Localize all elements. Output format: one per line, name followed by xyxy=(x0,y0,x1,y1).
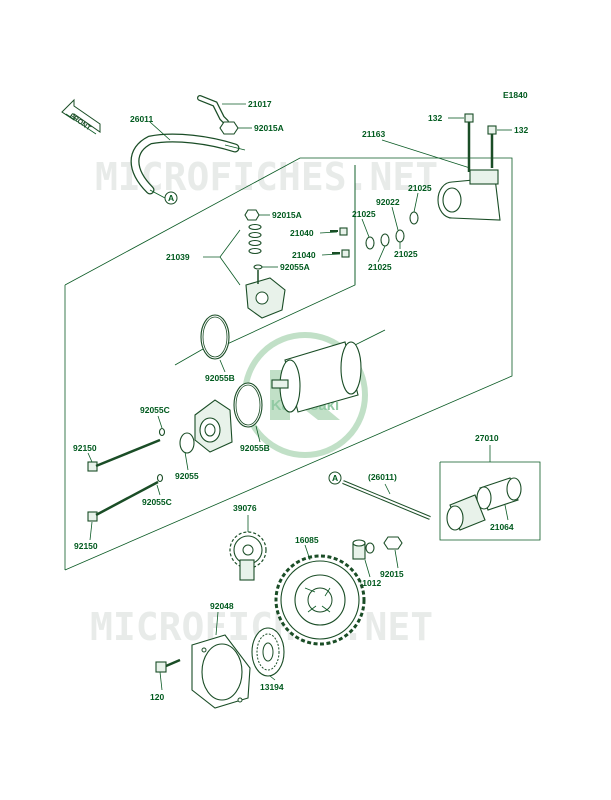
label-92055b-left: 92055B xyxy=(205,373,235,383)
label-92022: 92022 xyxy=(376,197,400,207)
label-132-right: 132 xyxy=(514,125,528,135)
label-21025-a: 21025 xyxy=(408,183,432,193)
oring-92055c-bot xyxy=(156,473,164,483)
label-92015a-mid: 92015A xyxy=(272,210,302,220)
part-11012 xyxy=(352,539,375,560)
plate-92048 xyxy=(191,634,251,709)
bolt-92150-bot xyxy=(87,480,159,522)
label-120: 120 xyxy=(150,692,164,702)
diagram-code: E1840 xyxy=(503,90,528,100)
label-21025-c: 21025 xyxy=(368,262,392,272)
oring-92055b-left xyxy=(200,314,230,360)
label-92015a-top: 92015A xyxy=(254,123,284,133)
bolt-132-left xyxy=(464,113,474,172)
assembly-frame xyxy=(64,157,541,571)
label-92015: 92015 xyxy=(380,569,404,579)
end-cover xyxy=(194,399,233,453)
part-92015 xyxy=(383,536,403,550)
screw-21040-b xyxy=(332,249,350,258)
part-92015a-top xyxy=(219,121,239,135)
label-92055b-right: 92055B xyxy=(240,443,270,453)
label-21040-b: 21040 xyxy=(292,250,316,260)
bolt-92150-top xyxy=(87,438,161,472)
label-92055a: 92055A xyxy=(280,262,310,272)
label-21040-a: 21040 xyxy=(290,228,314,238)
label-132-left: 132 xyxy=(428,113,442,123)
callout-a-top: A xyxy=(168,193,174,203)
label-13194: 13194 xyxy=(260,682,284,692)
part-21163 xyxy=(437,169,501,221)
label-92055c-top: 92055C xyxy=(140,405,170,415)
label-21064: 21064 xyxy=(490,522,514,532)
front-arrow-icon: FRONT xyxy=(61,98,101,135)
clutch-13194 xyxy=(251,627,285,677)
label-16085: 16085 xyxy=(295,535,319,545)
label-26011-paren: (26011) xyxy=(368,472,397,482)
part-21039 xyxy=(245,223,286,319)
label-92055: 92055 xyxy=(175,471,199,481)
label-21025-d: 21025 xyxy=(394,249,418,259)
oring-92055 xyxy=(179,432,195,454)
part-21064 xyxy=(476,477,522,511)
starter-motor xyxy=(271,341,362,413)
gear-16085 xyxy=(274,554,366,646)
label-21163: 21163 xyxy=(362,129,385,139)
washer-stack xyxy=(365,211,419,250)
callout-a-mid: A xyxy=(332,473,338,483)
label-92150-bot: 92150 xyxy=(74,541,98,551)
label-21025-b: 21025 xyxy=(352,209,376,219)
screw-21040-a xyxy=(330,227,348,236)
hose-26011 xyxy=(130,121,246,195)
gear-39076 xyxy=(229,531,267,581)
label-21017: 21017 xyxy=(248,99,272,109)
part-21017 xyxy=(197,95,229,125)
label-92048: 92048 xyxy=(210,601,234,611)
label-11012: 11012 xyxy=(358,578,381,588)
label-92150-top: 92150 xyxy=(73,443,97,453)
bolt-132-right xyxy=(487,125,497,168)
solenoid xyxy=(446,494,486,531)
oring-92055b-right xyxy=(233,382,263,428)
oring-92055c-top xyxy=(158,427,166,437)
label-39076: 39076 xyxy=(233,503,257,513)
label-21039: 21039 xyxy=(166,252,190,262)
label-27010: 27010 xyxy=(475,433,499,443)
part-92015a-mid xyxy=(244,209,260,221)
screw-120 xyxy=(155,658,181,673)
label-92055c-bot: 92055C xyxy=(142,497,172,507)
label-26011: 26011 xyxy=(130,114,153,124)
